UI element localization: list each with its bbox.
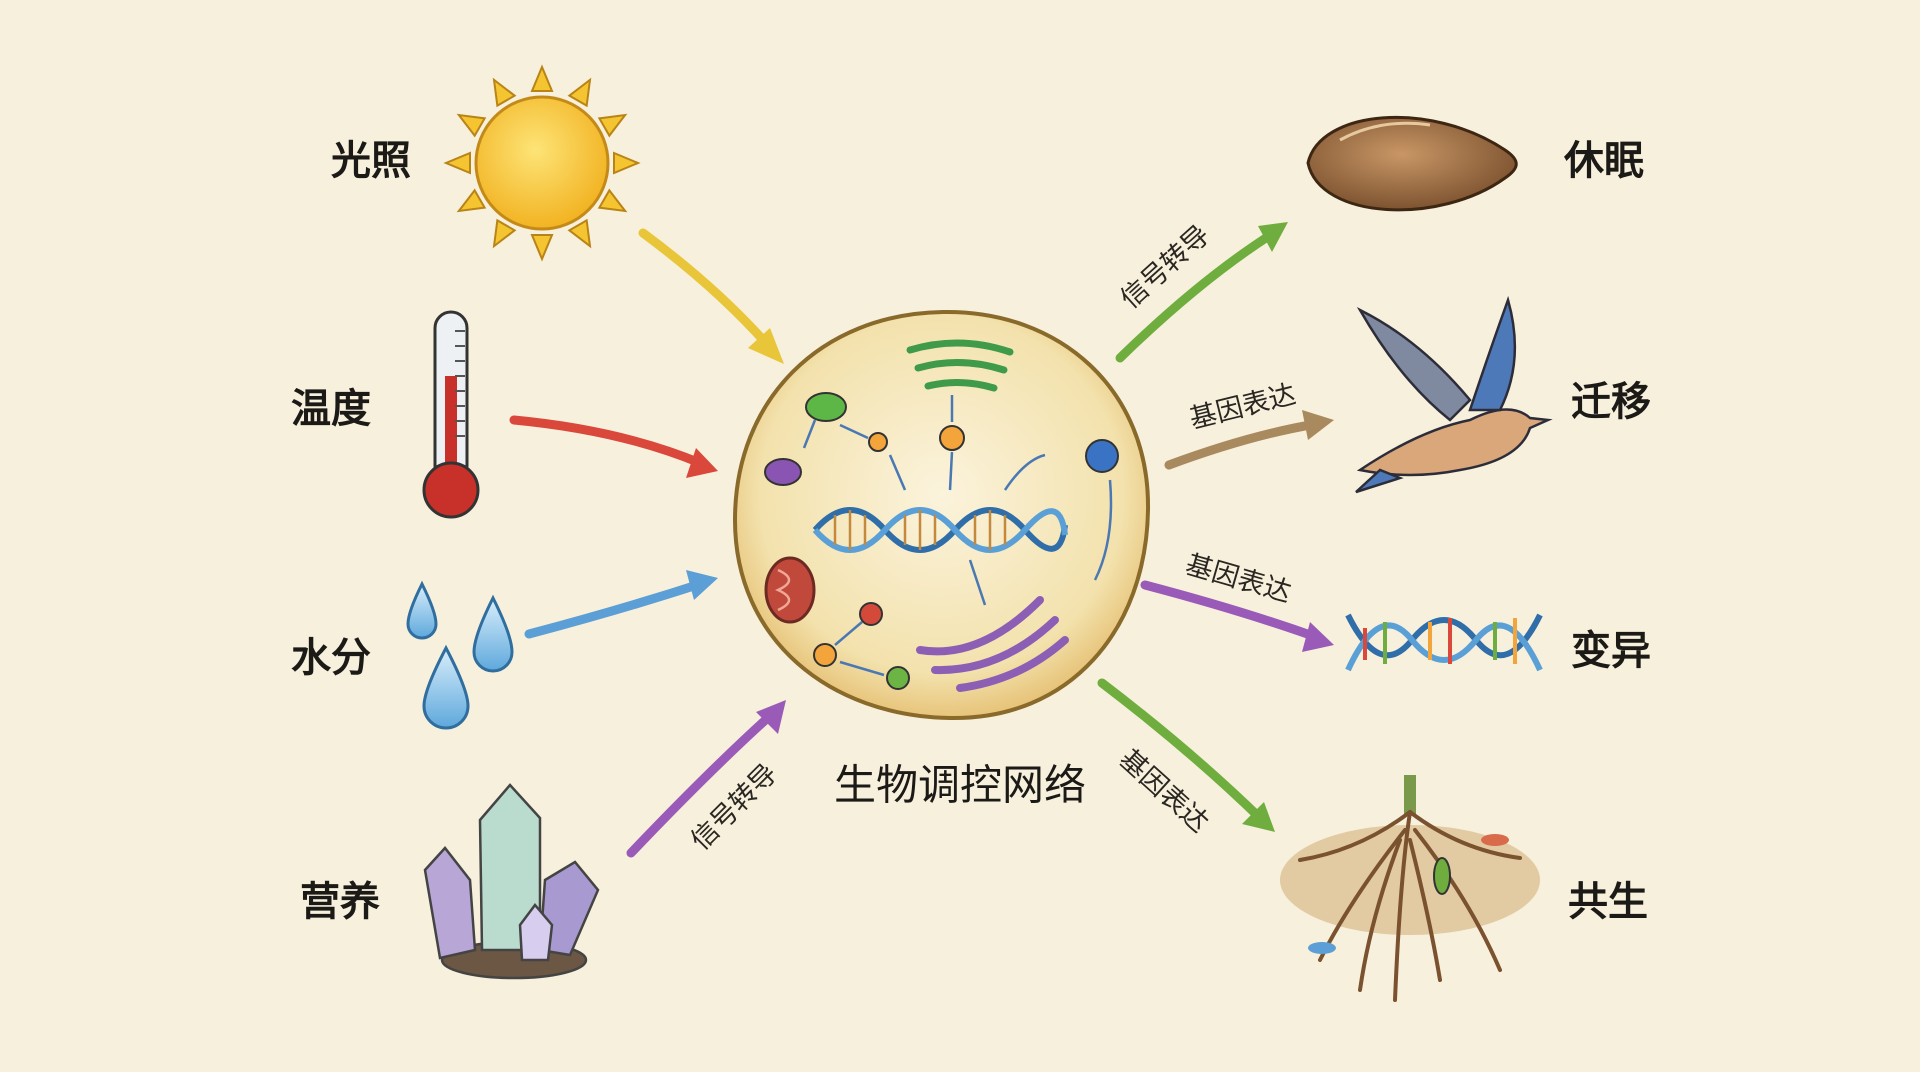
bird-icon — [1355, 295, 1553, 494]
signal-arrows — [802, 395, 1113, 677]
thermometer-icon — [422, 310, 480, 519]
roots-icon — [1280, 775, 1540, 1002]
mitochondrion — [764, 556, 816, 624]
input-label-light: 光照 — [331, 138, 411, 184]
arrow-water-to-cell — [524, 570, 718, 639]
arrow-light-to-cell — [638, 228, 784, 364]
arrow-cell-to-dormancy — [1115, 222, 1288, 363]
input-label-nutrient: 营养 — [300, 879, 380, 925]
cell-illustration — [732, 309, 1151, 721]
dna-icon — [1345, 613, 1543, 672]
golgi-top — [906, 339, 1014, 392]
water-drops-icon — [406, 580, 514, 730]
input-label-water: 水分 — [291, 635, 371, 681]
arrow-cell-to-variation — [1140, 580, 1334, 652]
er-membranes — [916, 596, 1069, 692]
arrows — [509, 222, 1334, 858]
arrow-label-dormancy: 信号转导 — [1115, 220, 1216, 315]
dna-helix-center — [812, 507, 1068, 553]
output-label-symbiosis: 共生 — [1568, 879, 1648, 925]
arrow-cell-to-symbiosis — [1097, 678, 1275, 832]
input-label-temperature: 温度 — [291, 386, 371, 432]
arrow-label-nutrient: 信号转导 — [685, 758, 783, 856]
molecules — [764, 392, 1119, 690]
output-label-variation: 变异 — [1571, 628, 1651, 674]
sun-icon — [443, 64, 641, 262]
output-label-dormancy: 休眠 — [1563, 138, 1644, 184]
arrow-temperature-to-cell — [509, 415, 718, 478]
center-title: 生物调控网络 — [834, 761, 1086, 810]
output-label-migration: 迁移 — [1571, 379, 1651, 425]
arrow-cell-to-migration — [1164, 410, 1334, 470]
seed-icon — [1306, 115, 1518, 212]
crystals-icon — [423, 783, 600, 980]
arrow-nutrient-to-cell — [626, 700, 786, 858]
